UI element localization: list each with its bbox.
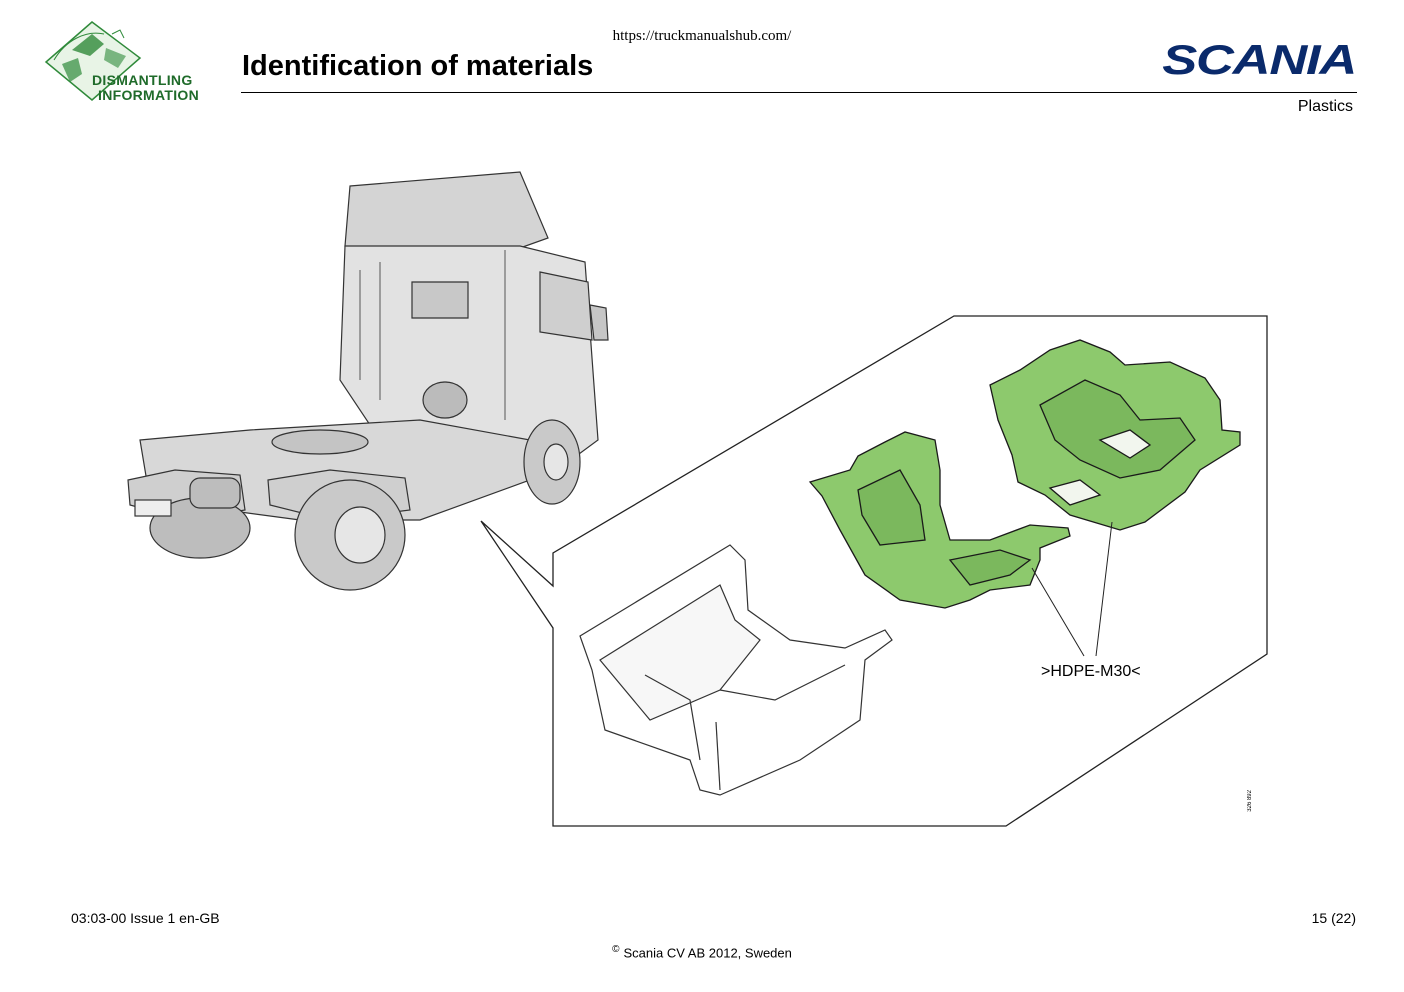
logo-line-information: INFORMATION: [98, 87, 200, 103]
leader-lines: [1031, 521, 1113, 657]
source-url: https://truckmanualshub.com/: [612, 28, 792, 44]
floor-panel-part: [579, 544, 893, 796]
page-title: Identification of materials: [242, 50, 594, 82]
document-reference: 03:03-00 Issue 1 en-GB: [71, 910, 220, 926]
detail-callout-frame: [480, 315, 1268, 827]
logo-line-dismantling: DISMANTLING: [92, 72, 193, 88]
copyright-notice: ©Scania CV AB 2012, Sweden: [0, 944, 1404, 960]
material-callout-label: >HDPE-M30<: [1041, 663, 1141, 680]
drawing-number: 326 892: [1247, 790, 1253, 812]
section-label: Plastics: [1297, 98, 1353, 115]
hdpe-green-parts: [808, 339, 1241, 609]
page-number: 15 (22): [1311, 910, 1356, 926]
recycling-diamond-icon: [44, 21, 142, 101]
scania-logo: SCANIA: [1162, 36, 1357, 83]
copyright-symbol: ©: [612, 944, 620, 955]
truck-tractor-drawing: [127, 171, 609, 591]
copyright-text: Scania CV AB 2012, Sweden: [623, 945, 792, 961]
header-divider: [241, 92, 1357, 93]
